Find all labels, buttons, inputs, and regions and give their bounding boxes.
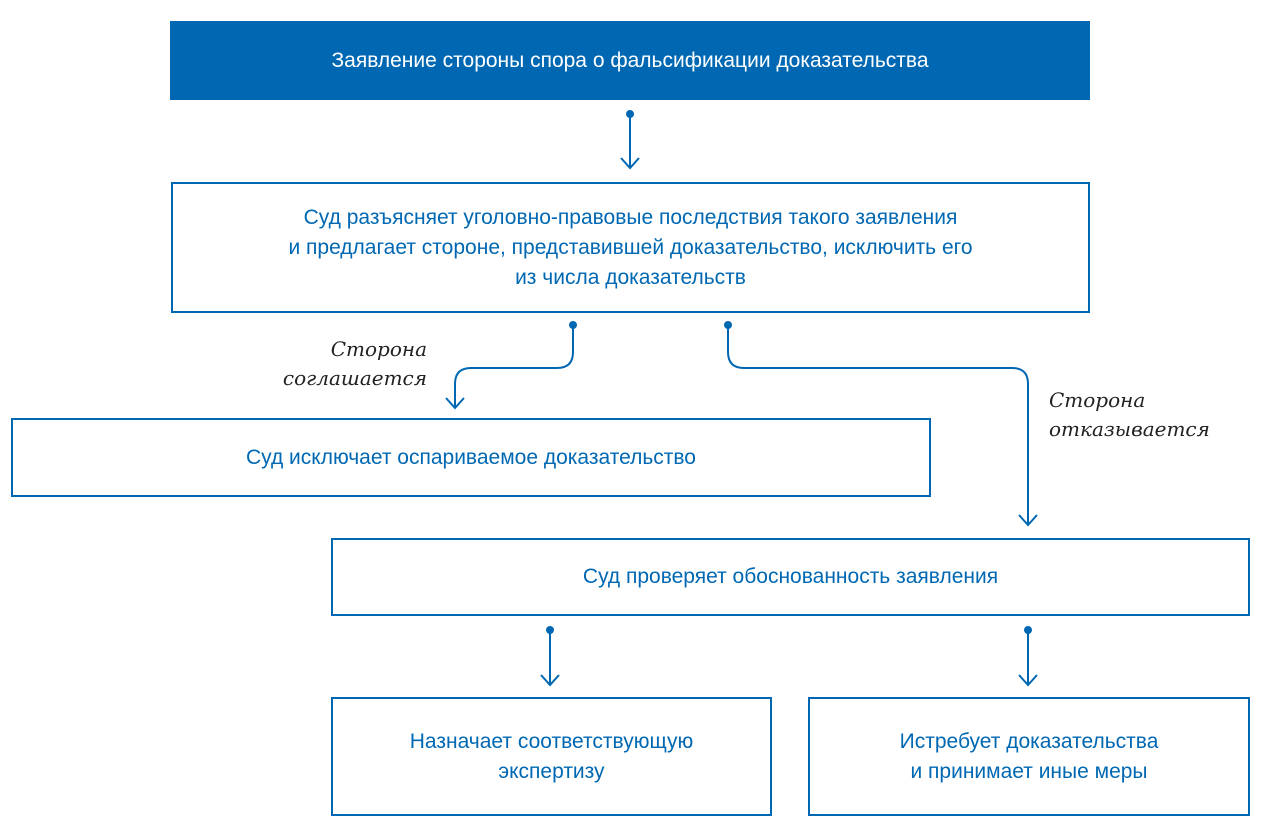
label-refuses: Сторона отказывается bbox=[1049, 388, 1210, 441]
arrow-verify-to-demand bbox=[1018, 626, 1038, 687]
arrow-claim-to-explain bbox=[620, 110, 640, 170]
arrow-agrees bbox=[445, 321, 577, 410]
node-claim: Заявление стороны спора о фальсификации … bbox=[170, 21, 1090, 100]
node-exclude: Суд исключает оспариваемое доказательств… bbox=[11, 418, 931, 497]
arrow-refuses bbox=[724, 321, 1038, 527]
label-agrees: Сторона соглашается bbox=[282, 337, 427, 390]
node-demand: Истребует доказательства и принимает ины… bbox=[808, 697, 1250, 816]
node-expertise: Назначает соответствующую экспертизу bbox=[331, 697, 772, 816]
arrow-verify-to-expertise bbox=[540, 626, 560, 687]
node-verify: Суд проверяет обоснованность заявления bbox=[331, 538, 1250, 616]
node-explain: Суд разъясняет уголовно-правовые последс… bbox=[171, 182, 1090, 313]
